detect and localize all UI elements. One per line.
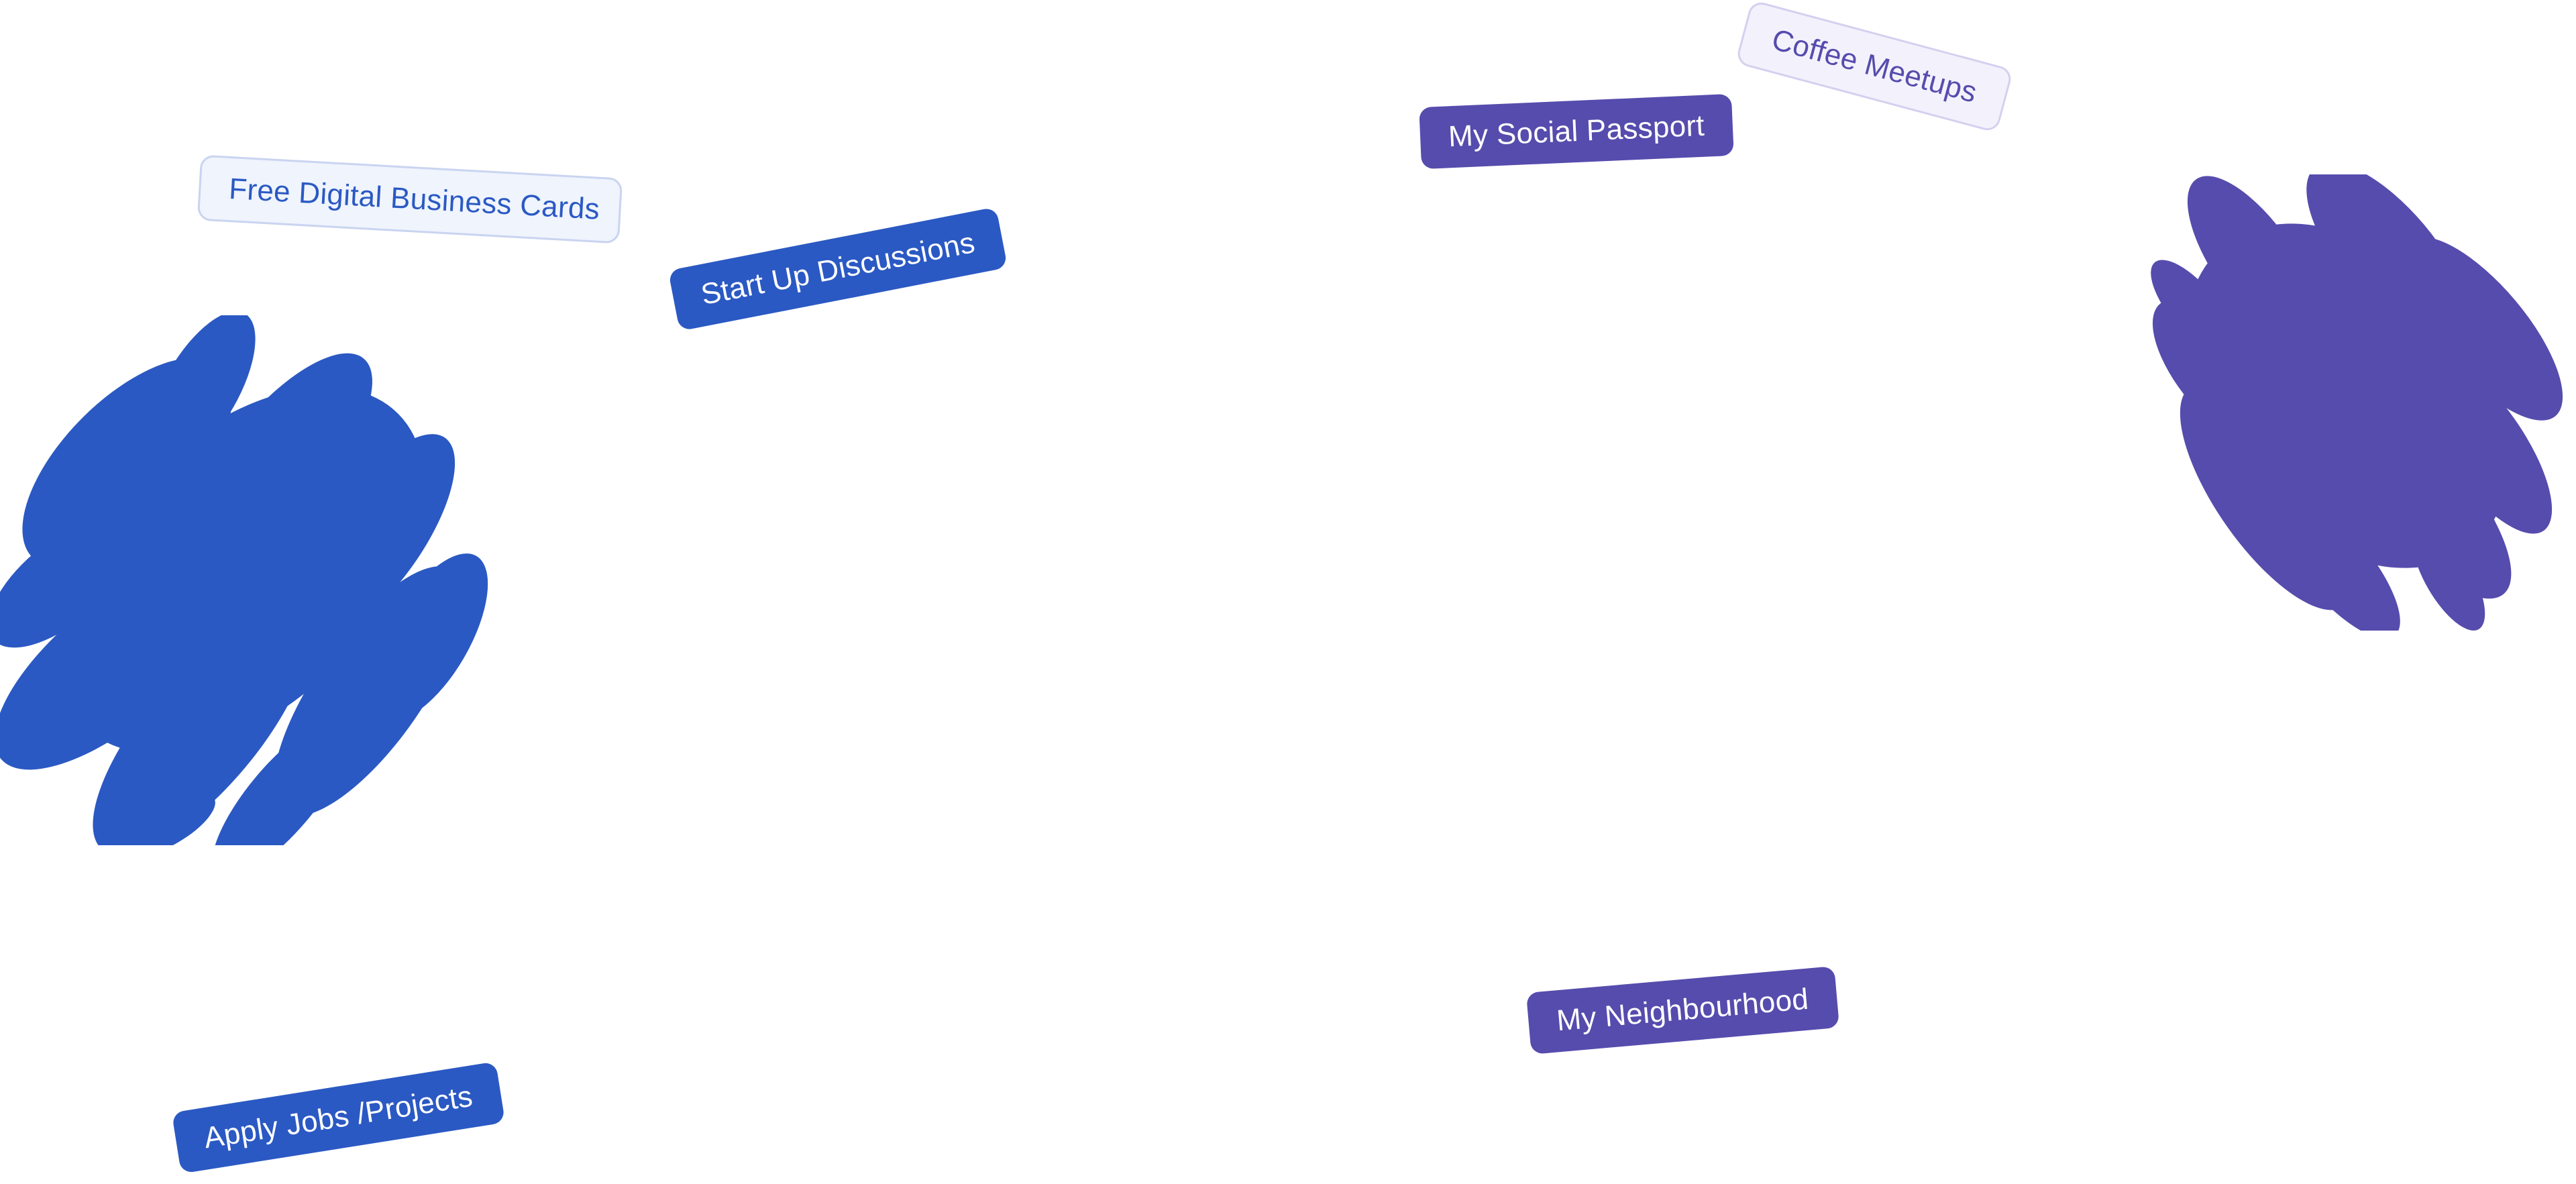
tag-coffee-meetups[interactable]: Coffee Meetups <box>1735 0 2014 133</box>
tag-free-digital-business-cards[interactable]: Free Digital Business Cards <box>197 154 623 244</box>
tag-my-neighbourhood[interactable]: My Neighbourhood <box>1525 966 1839 1055</box>
right-blob-shape <box>2151 174 2563 631</box>
left-blob-shape <box>0 315 488 845</box>
tag-my-social-passport[interactable]: My Social Passport <box>1419 93 1734 170</box>
left-blob-group <box>0 315 488 845</box>
right-blob-group <box>2151 174 2563 631</box>
tag-apply-jobs-projects[interactable]: Apply Jobs /Projects <box>171 1061 505 1174</box>
tag-start-up-discussions[interactable]: Start Up Discussions <box>667 207 1008 331</box>
